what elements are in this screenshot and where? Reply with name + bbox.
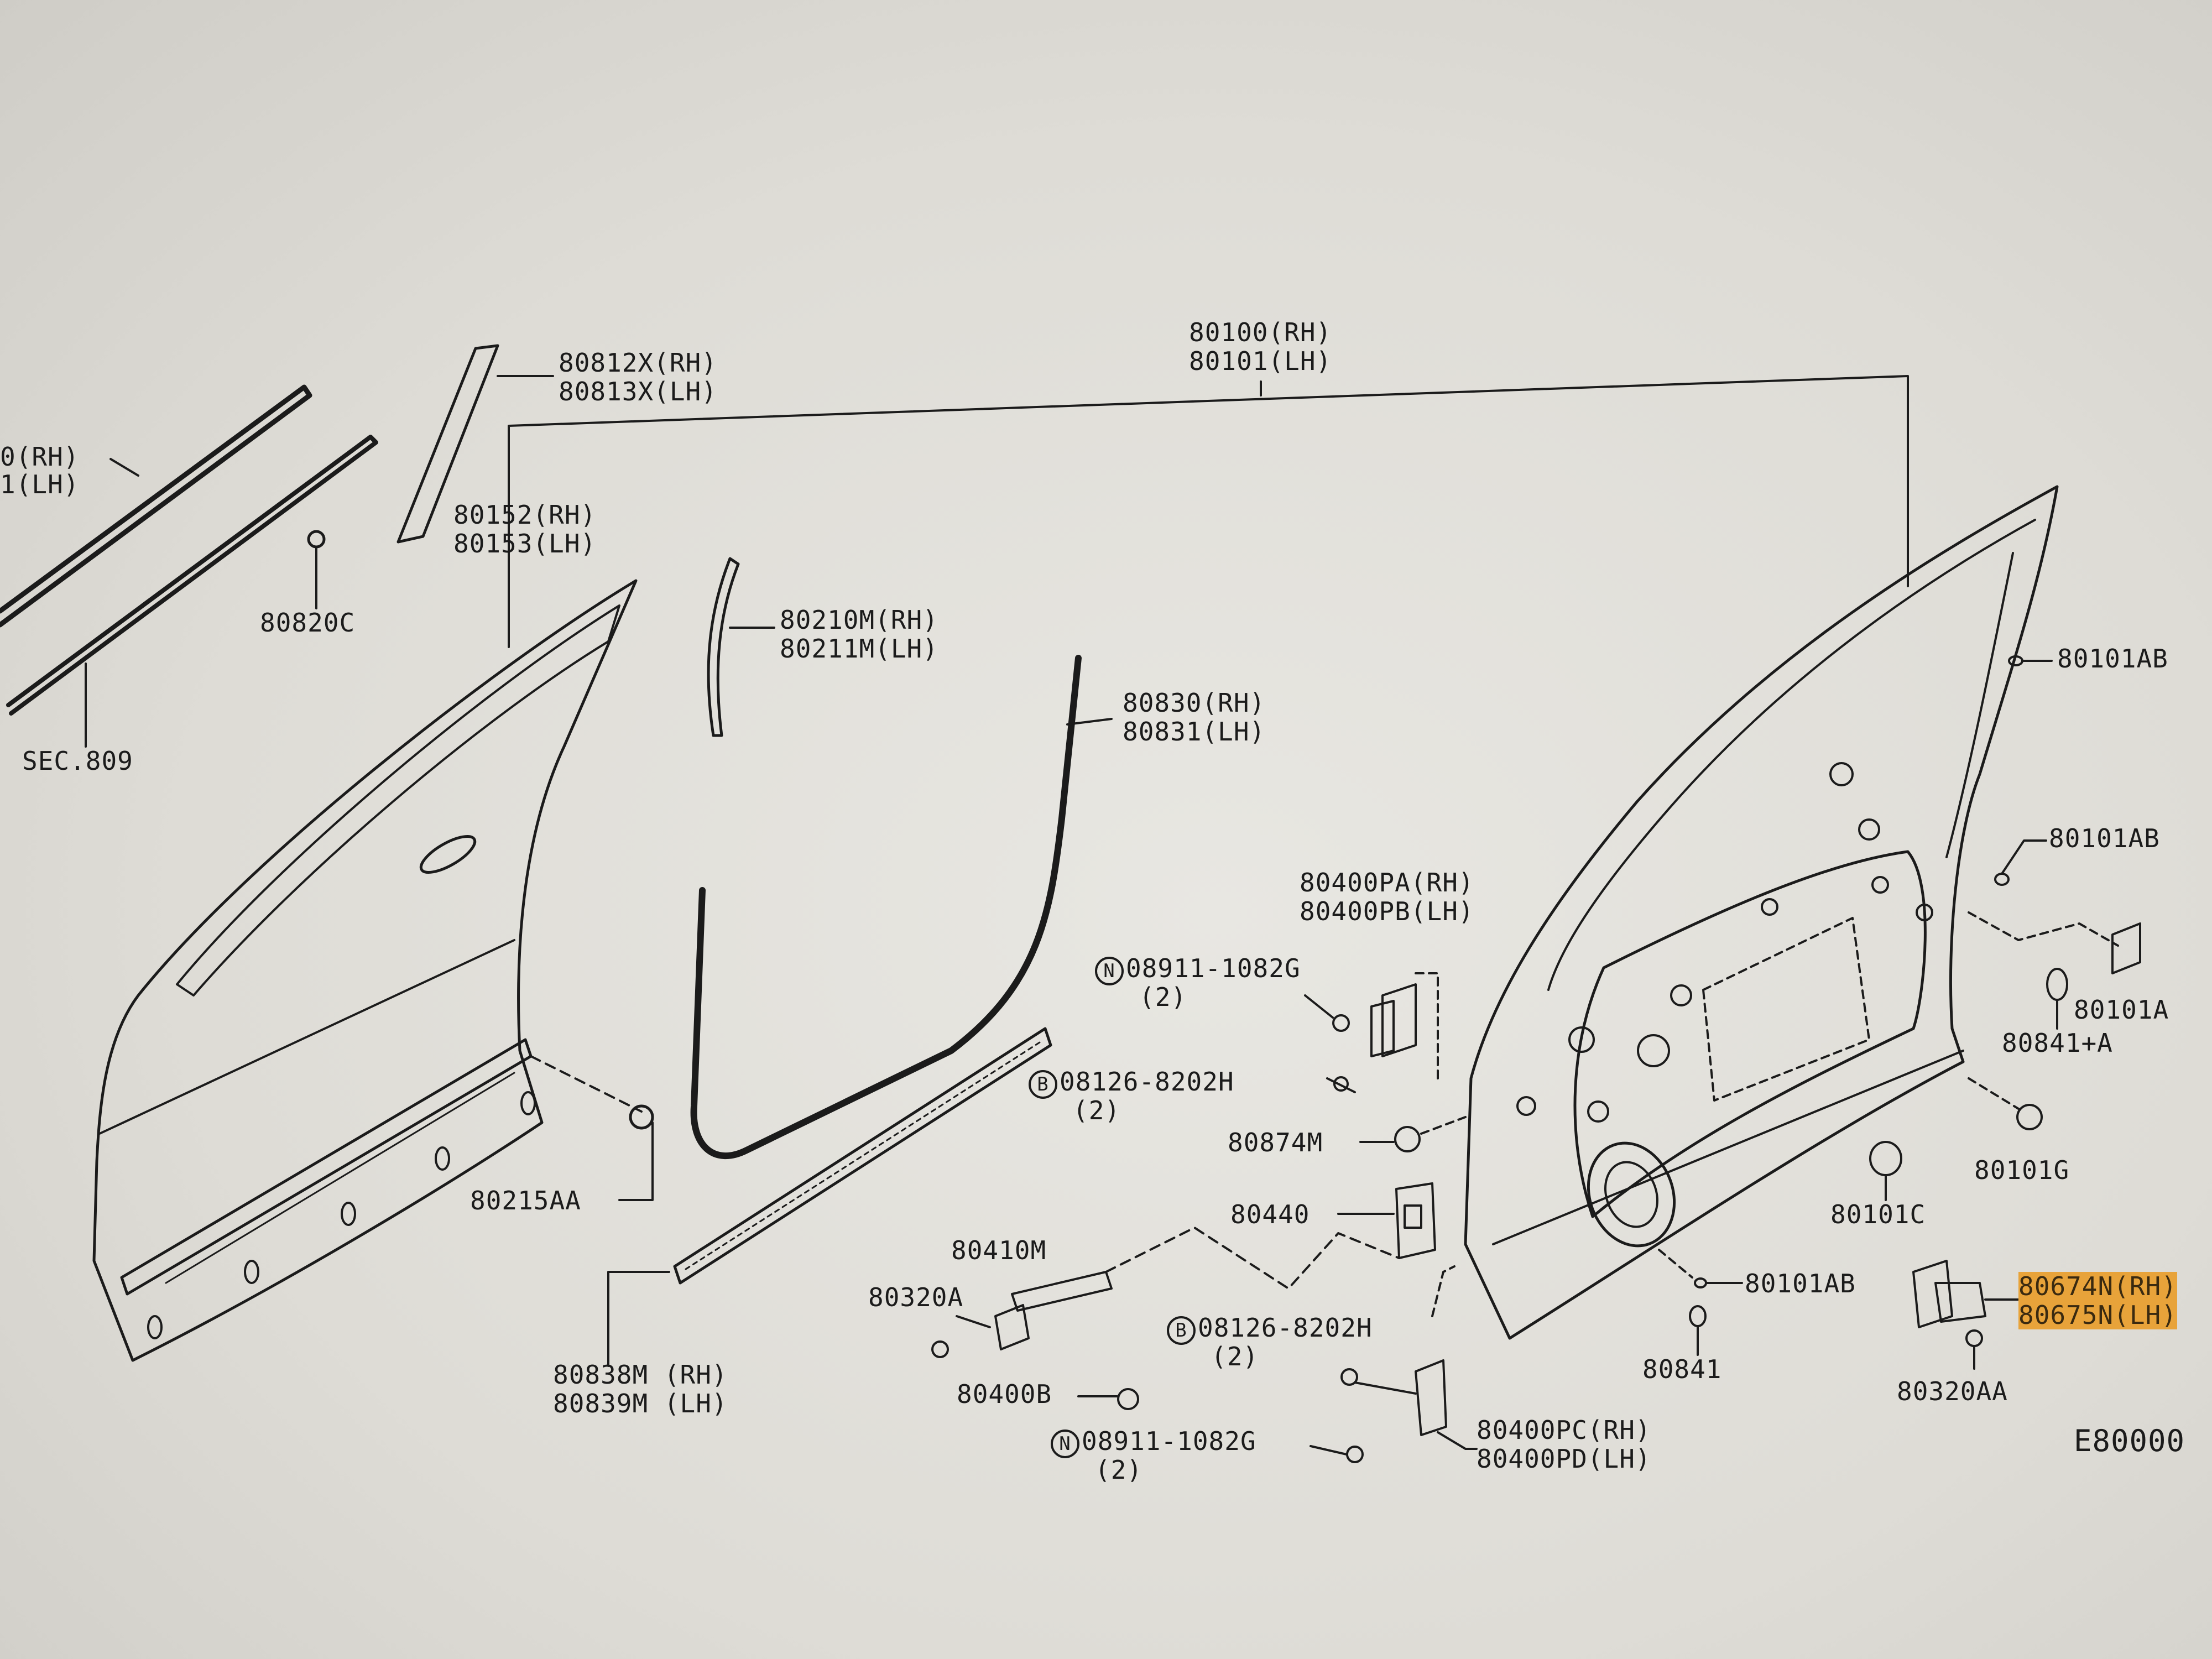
label-80674n-highlighted: 80674N(RH)	[2018, 1271, 2177, 1301]
label-80101: 80101(LH)	[1189, 346, 1332, 376]
part-icons-right	[1658, 655, 2141, 1370]
label-80400b: 80400B	[957, 1379, 1052, 1409]
n-marker-icon: N	[1095, 957, 1124, 985]
label-80400pa: 80400PA(RH)	[1300, 868, 1474, 898]
label-80830: 80830(RH)	[1123, 688, 1266, 718]
label-80320a: 80320A	[868, 1282, 964, 1312]
label-80210m: 80210M(RH)	[780, 605, 938, 635]
clip-80820c-icon	[307, 530, 326, 609]
label-80675n-highlighted: 80675N(LH)	[2018, 1300, 2177, 1330]
dashed-leader	[530, 1055, 643, 1113]
label-80215aa: 80215AA	[470, 1186, 581, 1215]
belt-moulding-strip	[0, 384, 378, 748]
label-80813x: 80813X(LH)	[559, 377, 717, 406]
label-80101a: 80101A	[2074, 995, 2169, 1025]
label-80153: 80153(LH)	[453, 529, 597, 559]
diagram-code: E80000	[2074, 1423, 2185, 1458]
door-inner-shell	[1464, 485, 2059, 1340]
label-80440: 80440	[1230, 1199, 1310, 1229]
label-80812x: 80812X(RH)	[559, 348, 717, 378]
clip-80215aa-icon	[618, 1104, 654, 1201]
run-channel-80210m	[707, 557, 740, 737]
label-sec809: SEC.809	[22, 746, 133, 776]
b-marker-icon: B	[1167, 1316, 1196, 1345]
label-80211m: 80211M(LH)	[780, 634, 938, 664]
n-marker-icon: N	[1051, 1430, 1079, 1458]
label-80841: 80841	[1642, 1354, 1722, 1384]
hardware-center	[931, 972, 1478, 1463]
label-80400pc: 80400PC(RH)	[1477, 1415, 1651, 1445]
label-80152: 80152(RH)	[453, 500, 597, 530]
door-outer-panel	[92, 579, 638, 1362]
qty-08911-lower: (2)	[1095, 1455, 1143, 1485]
b-marker-icon: B	[1029, 1070, 1057, 1099]
lower-moulding-80838m	[673, 1027, 1052, 1285]
label-80820c: 80820C	[260, 608, 356, 638]
label-80101c: 80101C	[1830, 1199, 1926, 1229]
weatherstrip-80830	[690, 655, 1082, 1160]
qty-08126-upper: (2)	[1073, 1095, 1121, 1125]
label-sec809-lh: 1(LH)	[0, 469, 80, 499]
label-80101g: 80101G	[1974, 1155, 2070, 1185]
sash-cover-80812x	[397, 344, 499, 544]
label-80831: 80831(LH)	[1123, 717, 1266, 747]
label-80874m: 80874M	[1228, 1128, 1323, 1157]
callout-bracket-80100	[508, 375, 1909, 648]
label-80839m: 80839M (LH)	[553, 1389, 728, 1418]
label-80101ab-mid: 80101AB	[2049, 823, 2160, 853]
qty-08126-lower: (2)	[1211, 1342, 1259, 1371]
label-sec809-rh: 0(RH)	[0, 442, 80, 472]
label-80100: 80100(RH)	[1189, 317, 1332, 347]
label-80101ab-top: 80101AB	[2057, 644, 2168, 674]
label-80400pb: 80400PB(LH)	[1300, 896, 1474, 926]
label-80101ab-low: 80101AB	[1745, 1269, 1856, 1298]
label-80410m: 80410M	[951, 1235, 1047, 1265]
label-80838m: 80838M (RH)	[553, 1360, 728, 1390]
label-80841a: 80841+A	[2002, 1028, 2113, 1058]
qty-08911-upper: (2)	[1139, 982, 1187, 1012]
label-80400pd: 80400PD(LH)	[1477, 1444, 1651, 1474]
label-80320aa: 80320AA	[1897, 1376, 2008, 1406]
